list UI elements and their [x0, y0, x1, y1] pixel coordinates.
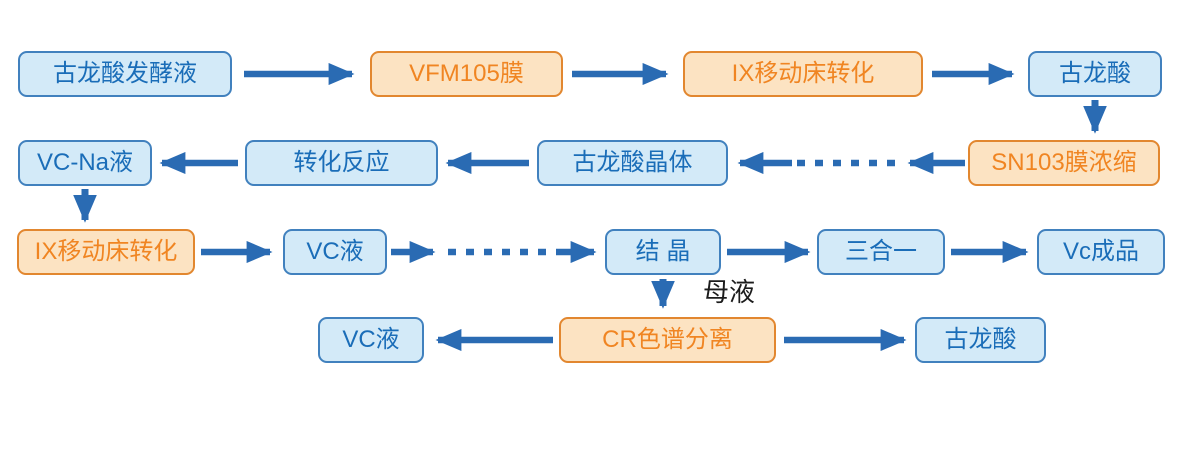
node-gulonic-crystal: 古龙酸晶体	[537, 140, 728, 186]
node-vc-product: Vc成品	[1037, 229, 1165, 275]
node-ix-moving-bed-top: IX移动床转化	[683, 51, 923, 97]
node-vc-liquid-bottom: VC液	[318, 317, 424, 363]
node-ix-moving-bed-mid: IX移动床转化	[17, 229, 195, 275]
node-sn103-membrane: SN103膜浓缩	[968, 140, 1160, 186]
node-vfm105-membrane: VFM105膜	[370, 51, 563, 97]
node-cr-chromatography: CR色谱分离	[559, 317, 776, 363]
node-crystallization: 结 晶	[605, 229, 721, 275]
edge-label-mother-liquor: 母液	[703, 277, 756, 307]
node-vc-liquid-mid: VC液	[283, 229, 387, 275]
node-conversion-reaction: 转化反应	[245, 140, 438, 186]
node-fermentation-broth: 古龙酸发酵液	[18, 51, 232, 97]
node-vcna-liquid: VC-Na液	[18, 140, 152, 186]
node-gulonic-acid-top: 古龙酸	[1028, 51, 1162, 97]
node-three-in-one: 三合一	[817, 229, 945, 275]
node-gulonic-acid-bottom: 古龙酸	[915, 317, 1046, 363]
